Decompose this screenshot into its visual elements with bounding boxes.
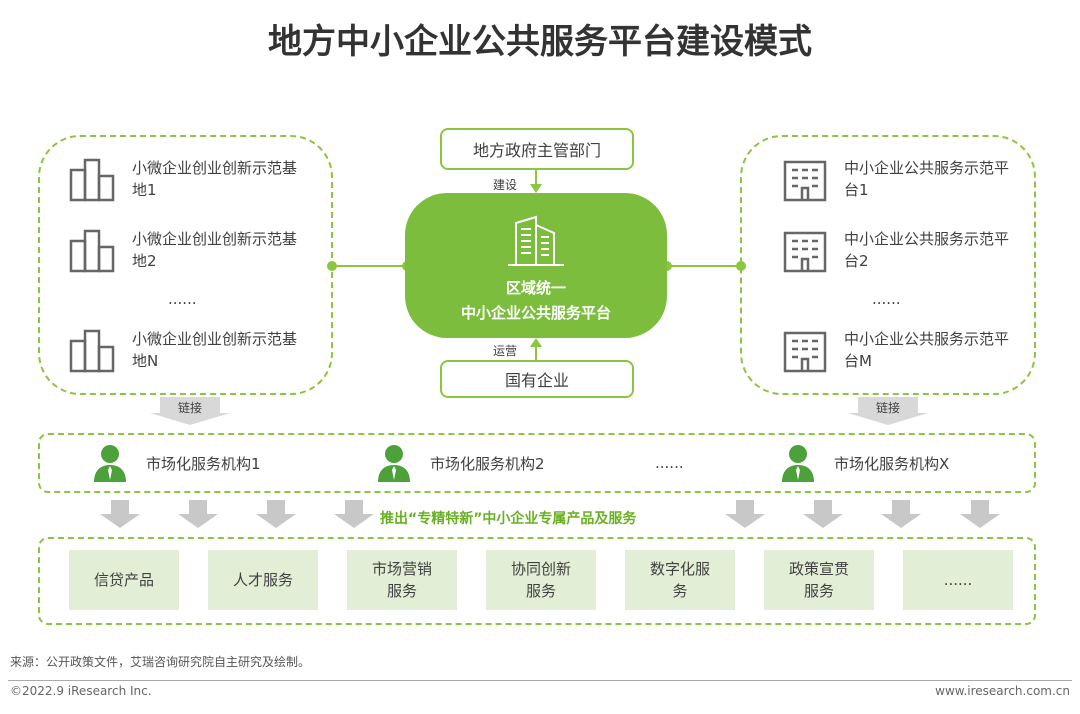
person-icon: [94, 445, 126, 482]
left-ellipsis: ......: [168, 290, 197, 308]
page-title: 地方中小企业公共服务平台建设模式: [268, 22, 812, 62]
institution-2: 市场化服务机构2: [376, 444, 545, 482]
institution-1: 市场化服务机构1: [92, 444, 261, 482]
arrow-head: [530, 184, 542, 193]
left-connector: [332, 265, 407, 267]
down-arrow: [100, 500, 140, 528]
down-arrow: [334, 500, 374, 528]
product-digital: 数字化服务: [625, 550, 735, 610]
person-icon: [378, 445, 410, 482]
down-arrow: [881, 500, 921, 528]
person-icon: [782, 445, 814, 482]
launch-text: 推出“专精特新”中小企业专属产品及服务: [380, 511, 637, 527]
left-item-1: 小微企业创业创新示范基地1: [68, 156, 308, 202]
local-government-box: 地方政府主管部门: [440, 128, 634, 170]
connector-dot: [662, 261, 672, 271]
build-arrow: [535, 170, 537, 186]
connector-dot: [327, 261, 337, 271]
left-item-n: 小微企业创业创新示范基地N: [68, 327, 308, 373]
state-owned-enterprise-box: 国有企业: [440, 360, 634, 398]
platform-line1: 区域统一: [505, 279, 566, 297]
office-building-icon: [783, 331, 827, 373]
institution-x: 市场化服务机构X: [780, 444, 949, 482]
arrow-head: [530, 338, 542, 347]
down-arrow: [960, 500, 1000, 528]
buildings-icon: [69, 329, 115, 373]
product-more: ......: [903, 550, 1013, 610]
right-connector: [667, 265, 741, 267]
institutions-panel: [38, 433, 1036, 493]
right-item-2: 中小企业公共服务示范平台2: [780, 227, 1020, 273]
build-label: 建设: [493, 178, 518, 192]
platform-line2: 中小企业公共服务平台: [460, 304, 611, 322]
product-innovation: 协同创新服务: [486, 550, 596, 610]
down-arrow: [725, 500, 765, 528]
down-arrow: [178, 500, 218, 528]
link-arrow-right: 链接: [848, 397, 928, 425]
right-ellipsis: ......: [872, 290, 901, 308]
buildings-icon: [69, 229, 115, 273]
website-link[interactable]: www.iresearch.com.cn: [935, 684, 1070, 698]
copyright: ©2022.9 iResearch Inc.: [10, 684, 152, 698]
office-building-icon: [783, 231, 827, 273]
institution-ellipsis: ......: [655, 454, 684, 472]
operate-label: 运营: [493, 344, 518, 358]
connector-dot: [736, 261, 746, 271]
office-building-icon: [783, 160, 827, 202]
down-arrow: [803, 500, 843, 528]
product-credit: 信贷产品: [69, 550, 179, 610]
product-policy: 政策宣贯服务: [764, 550, 874, 610]
left-item-2: 小微企业创业创新示范基地2: [68, 227, 308, 273]
products-panel: [38, 537, 1036, 625]
central-platform: 区域统一 中小企业公共服务平台: [405, 193, 667, 338]
right-item-1: 中小企业公共服务示范平台1: [780, 156, 1020, 202]
product-marketing: 市场营销服务: [347, 550, 457, 610]
skyscraper-icon: [508, 215, 564, 266]
operate-arrow: [535, 344, 537, 360]
footer-divider: [8, 680, 1072, 681]
right-item-m: 中小企业公共服务示范平台M: [780, 327, 1020, 373]
buildings-icon: [69, 158, 115, 202]
source-note: 来源：公开政策文件，艾瑞咨询研究院自主研究及绘制。: [10, 655, 311, 669]
link-arrow-left: 链接: [150, 397, 230, 425]
down-arrow: [256, 500, 296, 528]
product-talent: 人才服务: [208, 550, 318, 610]
